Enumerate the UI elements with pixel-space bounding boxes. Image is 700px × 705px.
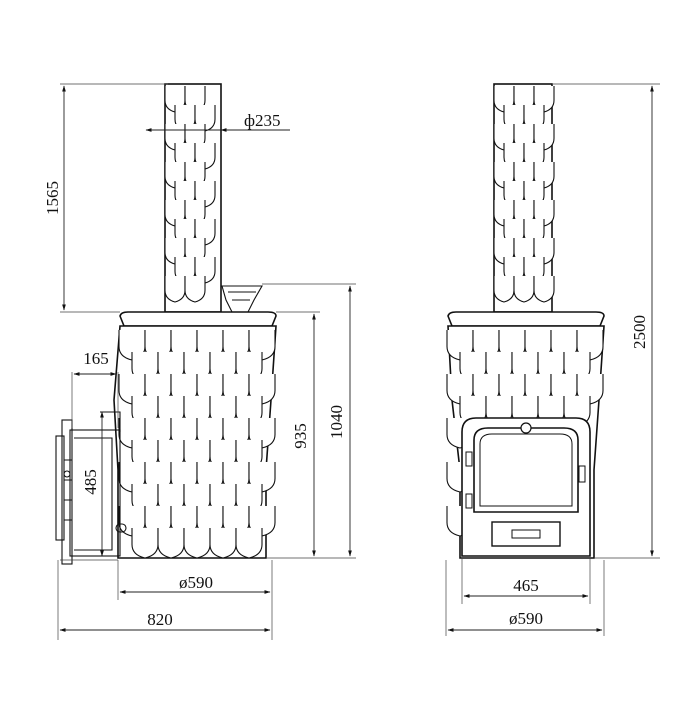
door-hinge-bottom (465, 493, 473, 509)
front-chimney-scales (493, 86, 555, 303)
ash-drawer-handle (511, 529, 541, 539)
dim-door-width: 465 (513, 576, 539, 595)
scale-tile (533, 276, 555, 303)
scale-tile (493, 276, 515, 303)
front-dimensions: 2500 465 ø590 (445, 83, 660, 636)
dim-door-height: 485 (81, 469, 100, 495)
front-chimney (493, 83, 555, 313)
front-firebox-door (461, 417, 591, 557)
scale-tile (513, 276, 535, 303)
dim-chimney-height: 1565 (43, 181, 62, 215)
dim-total-depth: 820 (147, 610, 173, 629)
dim-top-height: 1040 (327, 405, 346, 439)
side-chimney-scales (164, 86, 216, 303)
dim-chimney-diameter: ф235 (244, 111, 281, 130)
scale-tile (157, 528, 185, 559)
side-flue-funnel (221, 285, 263, 313)
scale-tile (184, 276, 206, 303)
side-door-handle-icon (63, 470, 71, 478)
scale-tile (183, 528, 211, 559)
dim-body-height: 935 (291, 423, 310, 449)
side-dimensions: 1565 ф235 165 485 ø590 820 935 1040 (43, 83, 356, 640)
dim-front-body-diameter: ø590 (509, 609, 543, 628)
side-body-scales (118, 330, 276, 559)
scale-tile (164, 276, 186, 303)
dim-total-height: 2500 (630, 315, 649, 349)
scale-tile (209, 528, 237, 559)
scale-tile (131, 528, 159, 559)
side-fire-tunnel (55, 411, 127, 565)
front-top-lid (447, 311, 605, 327)
dim-side-body-diameter: ø590 (179, 573, 213, 592)
door-hinge-top (465, 451, 473, 467)
scale-tile (235, 528, 263, 559)
dim-tunnel-length: 165 (83, 349, 109, 368)
door-handle-icon (578, 465, 586, 483)
door-latch-icon (520, 422, 532, 434)
side-top-lid (119, 311, 277, 327)
side-chimney (164, 83, 222, 313)
front-view (446, 83, 605, 559)
side-view (55, 83, 277, 565)
